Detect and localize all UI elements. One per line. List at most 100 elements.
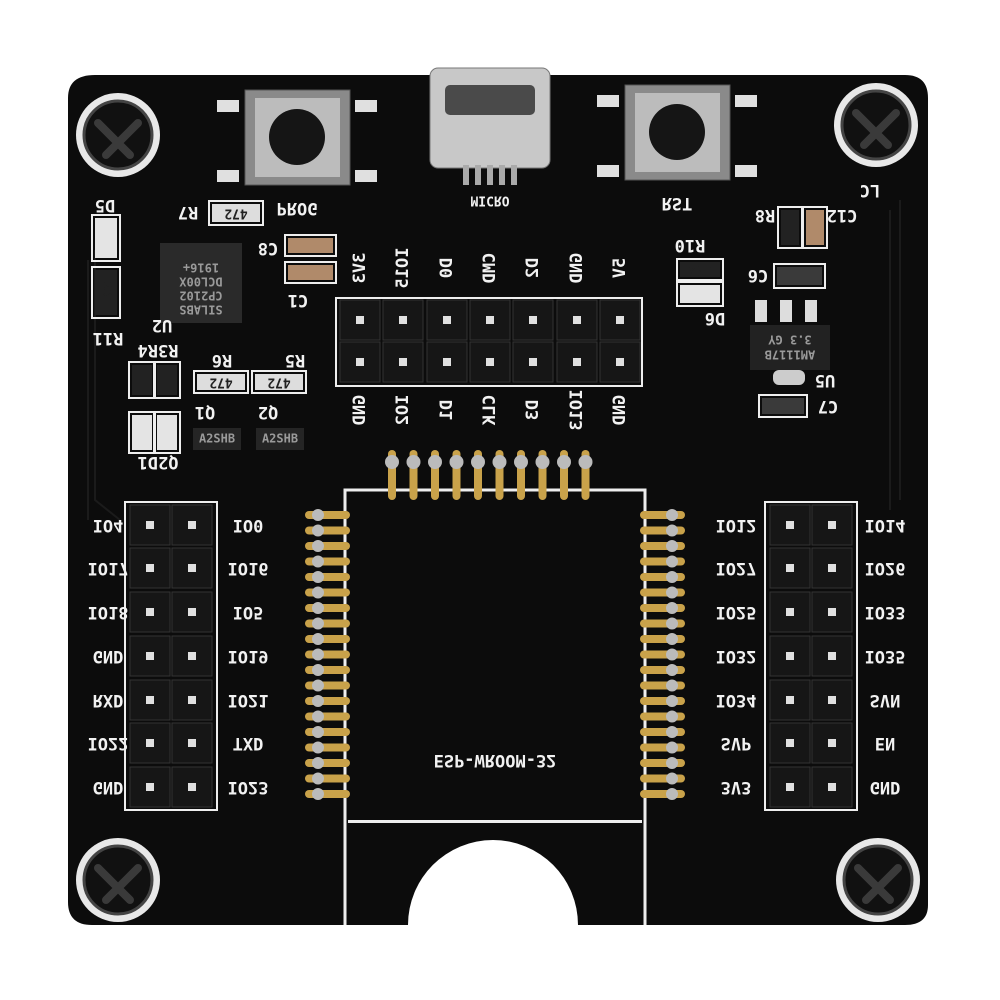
cp2102-chip [160, 243, 242, 323]
left-inner-label: IO21 [228, 690, 269, 710]
r8-label: R8 [755, 205, 775, 225]
screw-cross-icon [854, 864, 902, 904]
right-outer-label: IO35 [865, 646, 906, 666]
header-pin [786, 783, 794, 791]
pogo-pin [312, 555, 324, 568]
regulator-text: 3.3 GY [768, 333, 812, 347]
q1-transistor [193, 428, 241, 450]
r5-label: R5 [285, 350, 305, 370]
top-header-label-d2: D2 [523, 258, 543, 278]
right-inner-label: IO12 [716, 515, 757, 535]
module-pin [640, 511, 685, 519]
r5-resistor [255, 374, 303, 390]
c7-capacitor-outline [758, 394, 808, 418]
top-header-outline [335, 297, 643, 387]
d6-led [680, 285, 720, 303]
bottom-header-label-io2: IO2 [393, 395, 413, 426]
right-outer-label: IO14 [865, 515, 906, 535]
right-inner-label: IO25 [716, 602, 757, 622]
module-pin [305, 681, 350, 690]
bottom-header-label-d1: D1 [437, 400, 457, 420]
r6-resistor [197, 374, 245, 390]
module-pin [640, 728, 685, 736]
module-pin [640, 681, 685, 690]
header-pin [786, 564, 794, 572]
pogo-pin [312, 586, 324, 599]
bottom-header-label-gnd: GND [350, 395, 370, 426]
top-header-label-5v: 5V [610, 258, 630, 278]
screw-cross-icon [94, 119, 142, 159]
module-pin [305, 619, 350, 628]
button-pad [735, 95, 757, 107]
r5-resistor-outline [251, 370, 307, 394]
d6-led-outline [676, 281, 724, 307]
c7-capacitor [762, 398, 804, 414]
usb-pin [475, 165, 481, 185]
screw-head [840, 89, 912, 161]
usb-pin [487, 165, 493, 185]
c12-capacitor [806, 210, 824, 245]
module-pin [305, 542, 350, 550]
d2-led [157, 415, 177, 450]
pogo-pin [535, 455, 550, 469]
button-pad [597, 95, 619, 107]
header-pin [529, 316, 537, 324]
q1-code: A2SHB [199, 432, 235, 446]
top-header-label-cmd: CMD [480, 253, 500, 284]
pogo-pin [312, 741, 324, 754]
bottom-header-label-gnd: GND [610, 395, 630, 426]
button-pad [355, 170, 377, 182]
prog-button-label: PROG [277, 198, 318, 218]
header-pin [146, 564, 154, 572]
button-pad [597, 165, 619, 177]
c6-label: C6 [748, 265, 768, 285]
c8-capacitor-outline [284, 234, 337, 257]
pogo-pin [666, 555, 678, 568]
module-pin [640, 619, 685, 628]
pogo-pin [492, 455, 507, 469]
header-pin [786, 739, 794, 747]
pogo-pin [666, 540, 678, 552]
cp2102-text: 1916+ [183, 261, 219, 275]
module-divider [348, 820, 642, 823]
right-inner-label: 3V3 [721, 777, 752, 797]
header-pin [188, 739, 196, 747]
screw-head [842, 844, 914, 916]
d2-led-outline [153, 411, 181, 454]
r8-resistor [781, 210, 799, 245]
module-pin [305, 526, 350, 535]
right-header-pin[interactable] [769, 547, 811, 589]
r6-resistor-code: 472 [209, 375, 232, 390]
c1-capacitor [288, 265, 333, 280]
header-pin [529, 358, 537, 366]
top-header-pin[interactable] [339, 299, 381, 341]
left-outer-label: RXD [93, 690, 124, 710]
r10-resistor-code: 102 [688, 262, 711, 277]
right-header-outline [764, 501, 858, 811]
r11-resistor [95, 270, 117, 315]
header-pin [828, 521, 836, 529]
usb-pin [463, 165, 469, 185]
pogo-pin [666, 633, 678, 645]
header-pin [188, 564, 196, 572]
r4-resistor [157, 365, 177, 395]
button-pad [217, 170, 239, 182]
cp2102-text: CP2102 [179, 289, 222, 303]
prog-button-cap[interactable] [269, 109, 325, 165]
pogo-pin [666, 586, 678, 599]
top-header-label-3v3: 3V3 [350, 253, 370, 284]
c8-label: C8 [258, 238, 278, 258]
module-pin [640, 759, 685, 767]
header-pin [573, 316, 581, 324]
button-pad [735, 165, 757, 177]
right-header-pin[interactable] [811, 591, 853, 633]
header-pin [443, 316, 451, 324]
rst-button-cap[interactable] [649, 104, 705, 160]
module-pin [640, 573, 685, 581]
left-outer-label: IO22 [88, 733, 129, 753]
top-header-label-io15: IO15 [393, 248, 413, 289]
right-inner-label: IO32 [716, 646, 757, 666]
cp2102-text: DCL00X [179, 275, 223, 289]
left-inner-label: IO19 [228, 646, 269, 666]
